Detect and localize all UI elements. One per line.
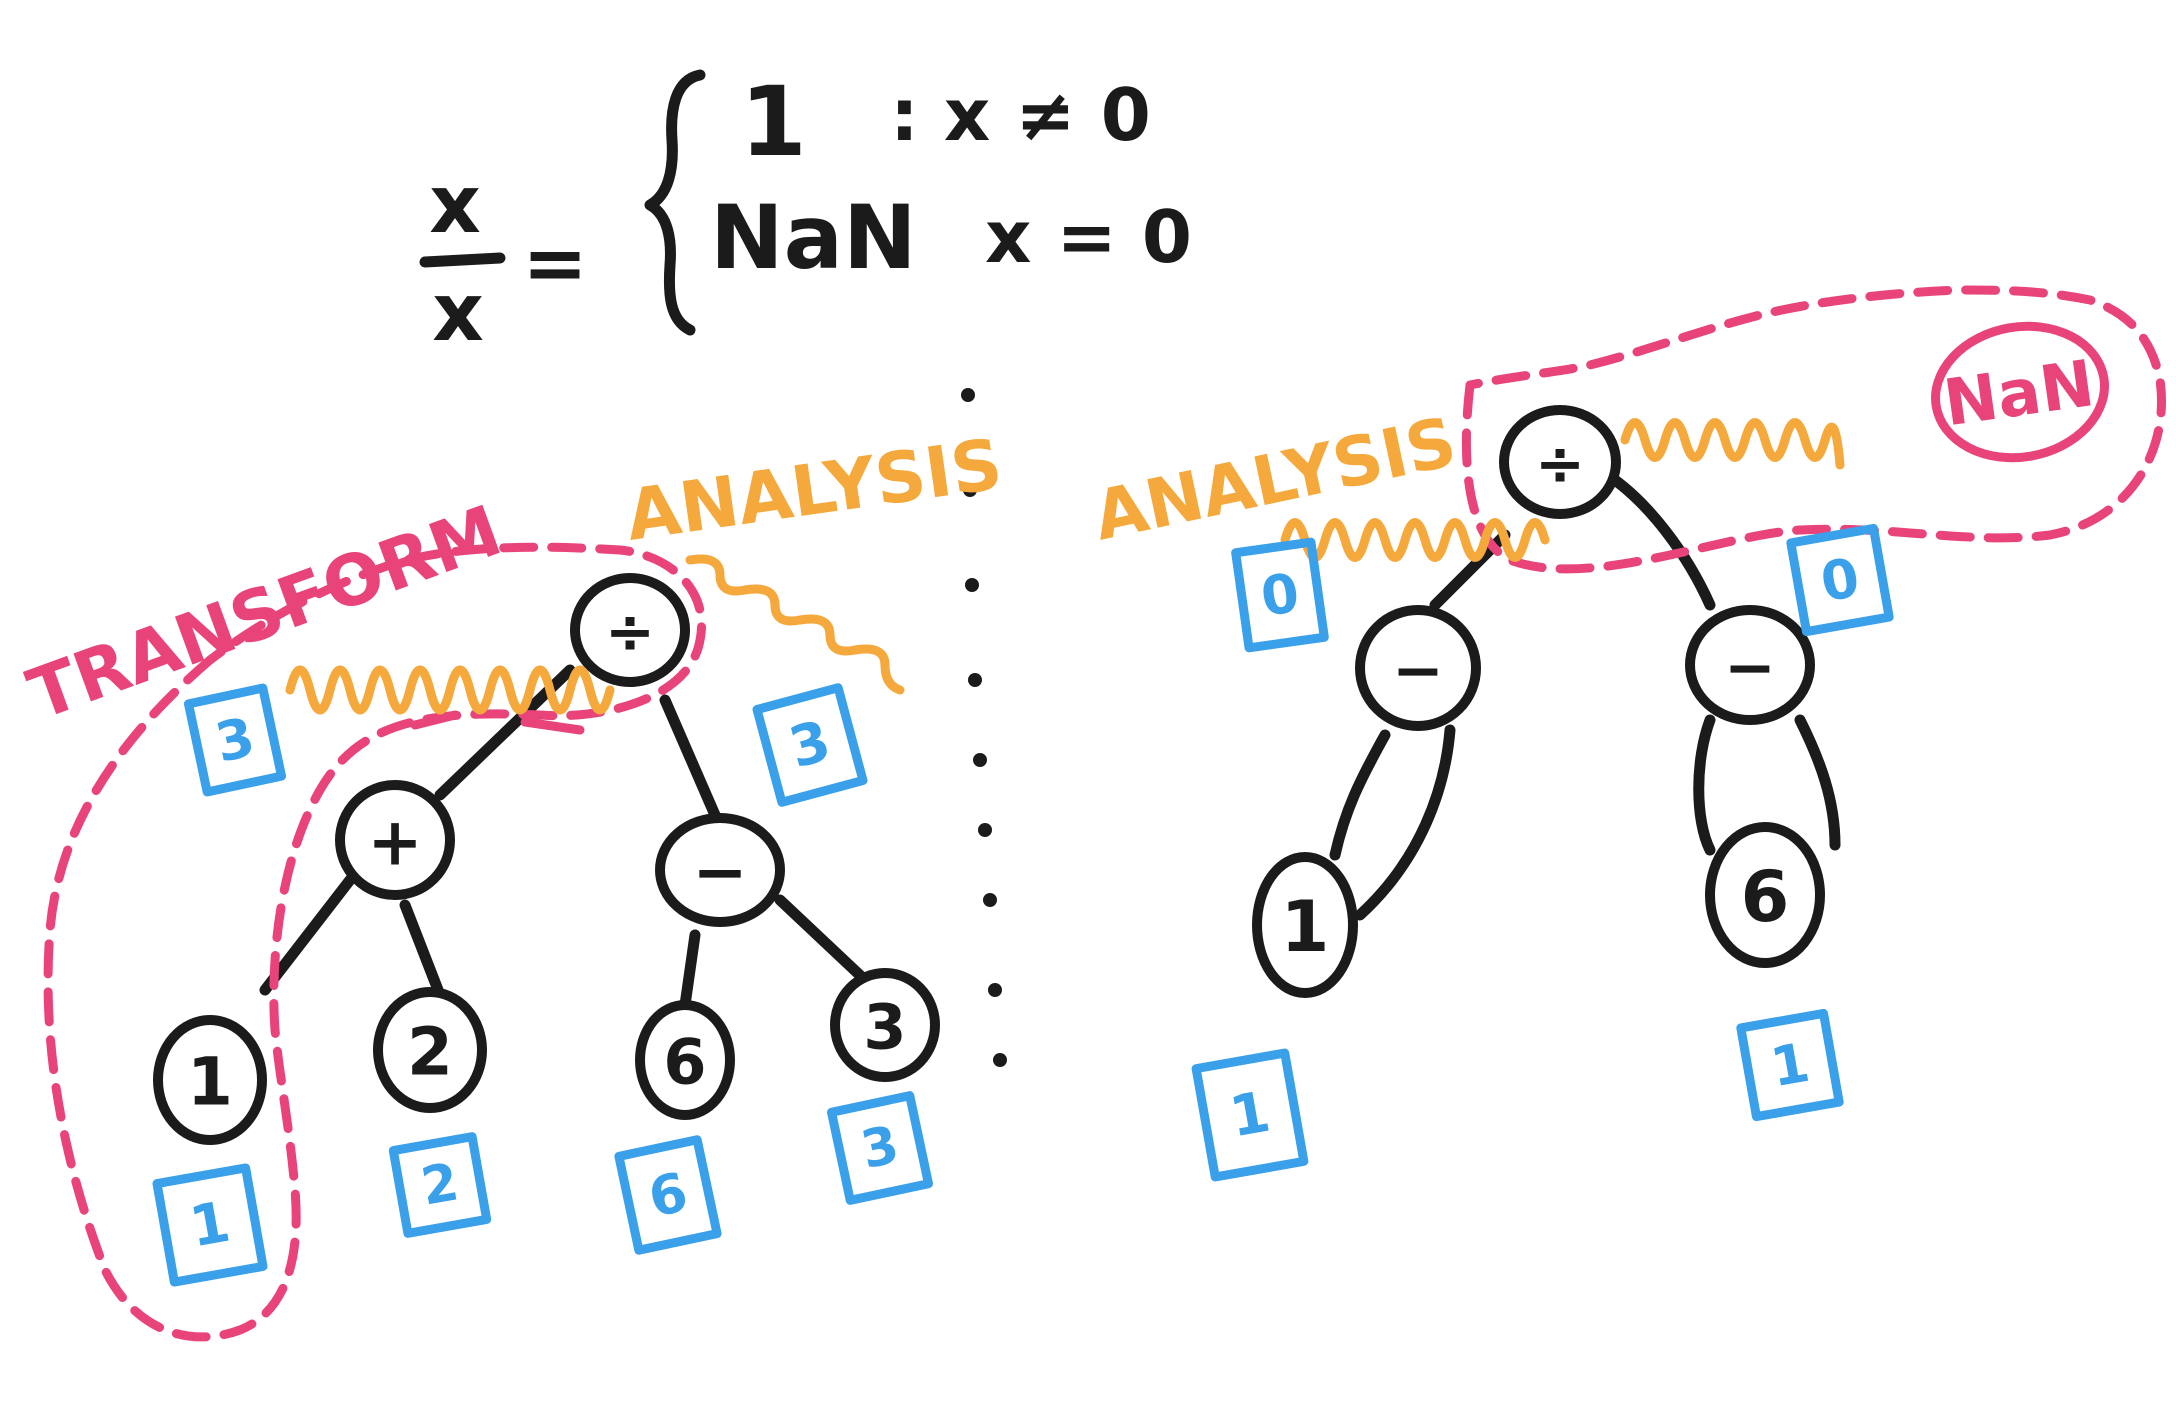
edge-rminus-6-a: [1693, 714, 1716, 856]
left-node-1: 1: [153, 1015, 267, 1145]
svg-text:2: 2: [417, 1152, 463, 1217]
left-tree: ÷ + − 1 2 6 3 TRANSFORM: [18, 423, 1007, 1342]
left-annot-1: 1: [152, 1163, 268, 1287]
svg-text:2: 2: [407, 1014, 453, 1091]
left-annot-root-right: 3: [752, 683, 868, 807]
svg-text:1: 1: [1281, 886, 1330, 968]
edge-lminus-1-a: [1329, 729, 1391, 861]
edge-lminus-1-b: [1354, 724, 1456, 921]
right-node-root: ÷: [1499, 405, 1621, 519]
svg-text:1: 1: [185, 1190, 235, 1261]
svg-text:6: 6: [1741, 856, 1790, 938]
svg-text:0: 0: [1816, 546, 1864, 615]
left-node-2: 2: [373, 987, 487, 1113]
formula: x x = 1 : x ≠ 0 NaN x = 0: [419, 66, 1192, 359]
right-annot-root-right: 0: [1786, 523, 1894, 637]
svg-text:3: 3: [210, 705, 260, 774]
divider-dotted: [961, 388, 1007, 1067]
svg-text:3: 3: [783, 709, 837, 782]
right-annot-6: 1: [1736, 1008, 1844, 1122]
edge-rroot-rminus: [1594, 464, 1716, 611]
transform-region: [43, 542, 706, 1342]
svg-text:6: 6: [663, 1026, 706, 1099]
svg-text:1: 1: [1766, 1031, 1814, 1100]
left-analysis-squiggle-right: [685, 554, 905, 695]
svg-text:÷: ÷: [1535, 429, 1585, 499]
left-annot-3: 3: [827, 1091, 933, 1205]
formula-equals: =: [522, 219, 587, 309]
svg-text:−: −: [1392, 634, 1444, 707]
nan-region: [1461, 285, 2166, 574]
left-node-plus: +: [335, 780, 455, 900]
right-analysis-squiggle-left: [1280, 518, 1550, 562]
edge-plus-2: [399, 899, 446, 1001]
nan-circle: [1931, 321, 2109, 463]
left-node-6: 6: [635, 1000, 735, 1120]
right-node-right-minus: −: [1685, 605, 1815, 725]
nan-label: NaN: [1940, 347, 2099, 441]
formula-case1-condition: : x ≠ 0: [890, 73, 1151, 157]
left-annot-root-left: 3: [183, 683, 287, 797]
edge-plus-1: [259, 874, 356, 996]
svg-text:1: 1: [187, 1044, 233, 1121]
left-annot-6: 6: [614, 1135, 722, 1255]
right-node-6: 6: [1705, 822, 1825, 968]
svg-text:3: 3: [856, 1115, 904, 1181]
formula-denominator: x: [432, 266, 484, 359]
right-tree: ÷ − − 1 6 NaN ANALYSIS 0: [1087, 285, 2166, 1182]
svg-text:−: −: [692, 834, 747, 911]
svg-text:6: 6: [643, 1160, 693, 1229]
edge-rminus-6-b: [1794, 714, 1841, 851]
formula-case2-value: NaN: [710, 186, 917, 289]
right-analysis-squiggle-right: [1620, 418, 1845, 470]
right-node-left-minus: −: [1355, 605, 1481, 731]
transform-dash-under-root-2: [520, 717, 585, 735]
edge-minus-3: [774, 894, 871, 986]
right-annot-1: 1: [1191, 1048, 1309, 1182]
left-node-minus: −: [655, 813, 785, 927]
svg-text:1: 1: [1225, 1080, 1275, 1151]
formula-numerator: x: [429, 158, 481, 251]
svg-text:3: 3: [863, 991, 906, 1064]
left-annot-2: 2: [388, 1132, 492, 1238]
right-annot-root-left: 0: [1231, 537, 1329, 653]
formula-brace: [644, 69, 706, 336]
formula-case2-condition: x = 0: [985, 195, 1192, 279]
svg-text:0: 0: [1257, 561, 1303, 629]
left-analysis-squiggle: [285, 665, 615, 715]
formula-fraction-bar: [419, 252, 506, 268]
left-node-root: ÷: [570, 573, 690, 687]
edge-minus-6: [679, 929, 701, 1011]
edge-root-minus: [659, 694, 721, 821]
svg-text:−: −: [1724, 631, 1776, 704]
left-analysis-label: ANALYSIS: [621, 423, 1007, 557]
right-node-1: 1: [1252, 852, 1358, 998]
svg-text:+: +: [367, 804, 422, 881]
transform-dash-under-root: [410, 710, 460, 730]
svg-text:÷: ÷: [605, 597, 655, 667]
formula-case1-value: 1: [740, 66, 807, 178]
left-node-3: 3: [830, 968, 940, 1082]
